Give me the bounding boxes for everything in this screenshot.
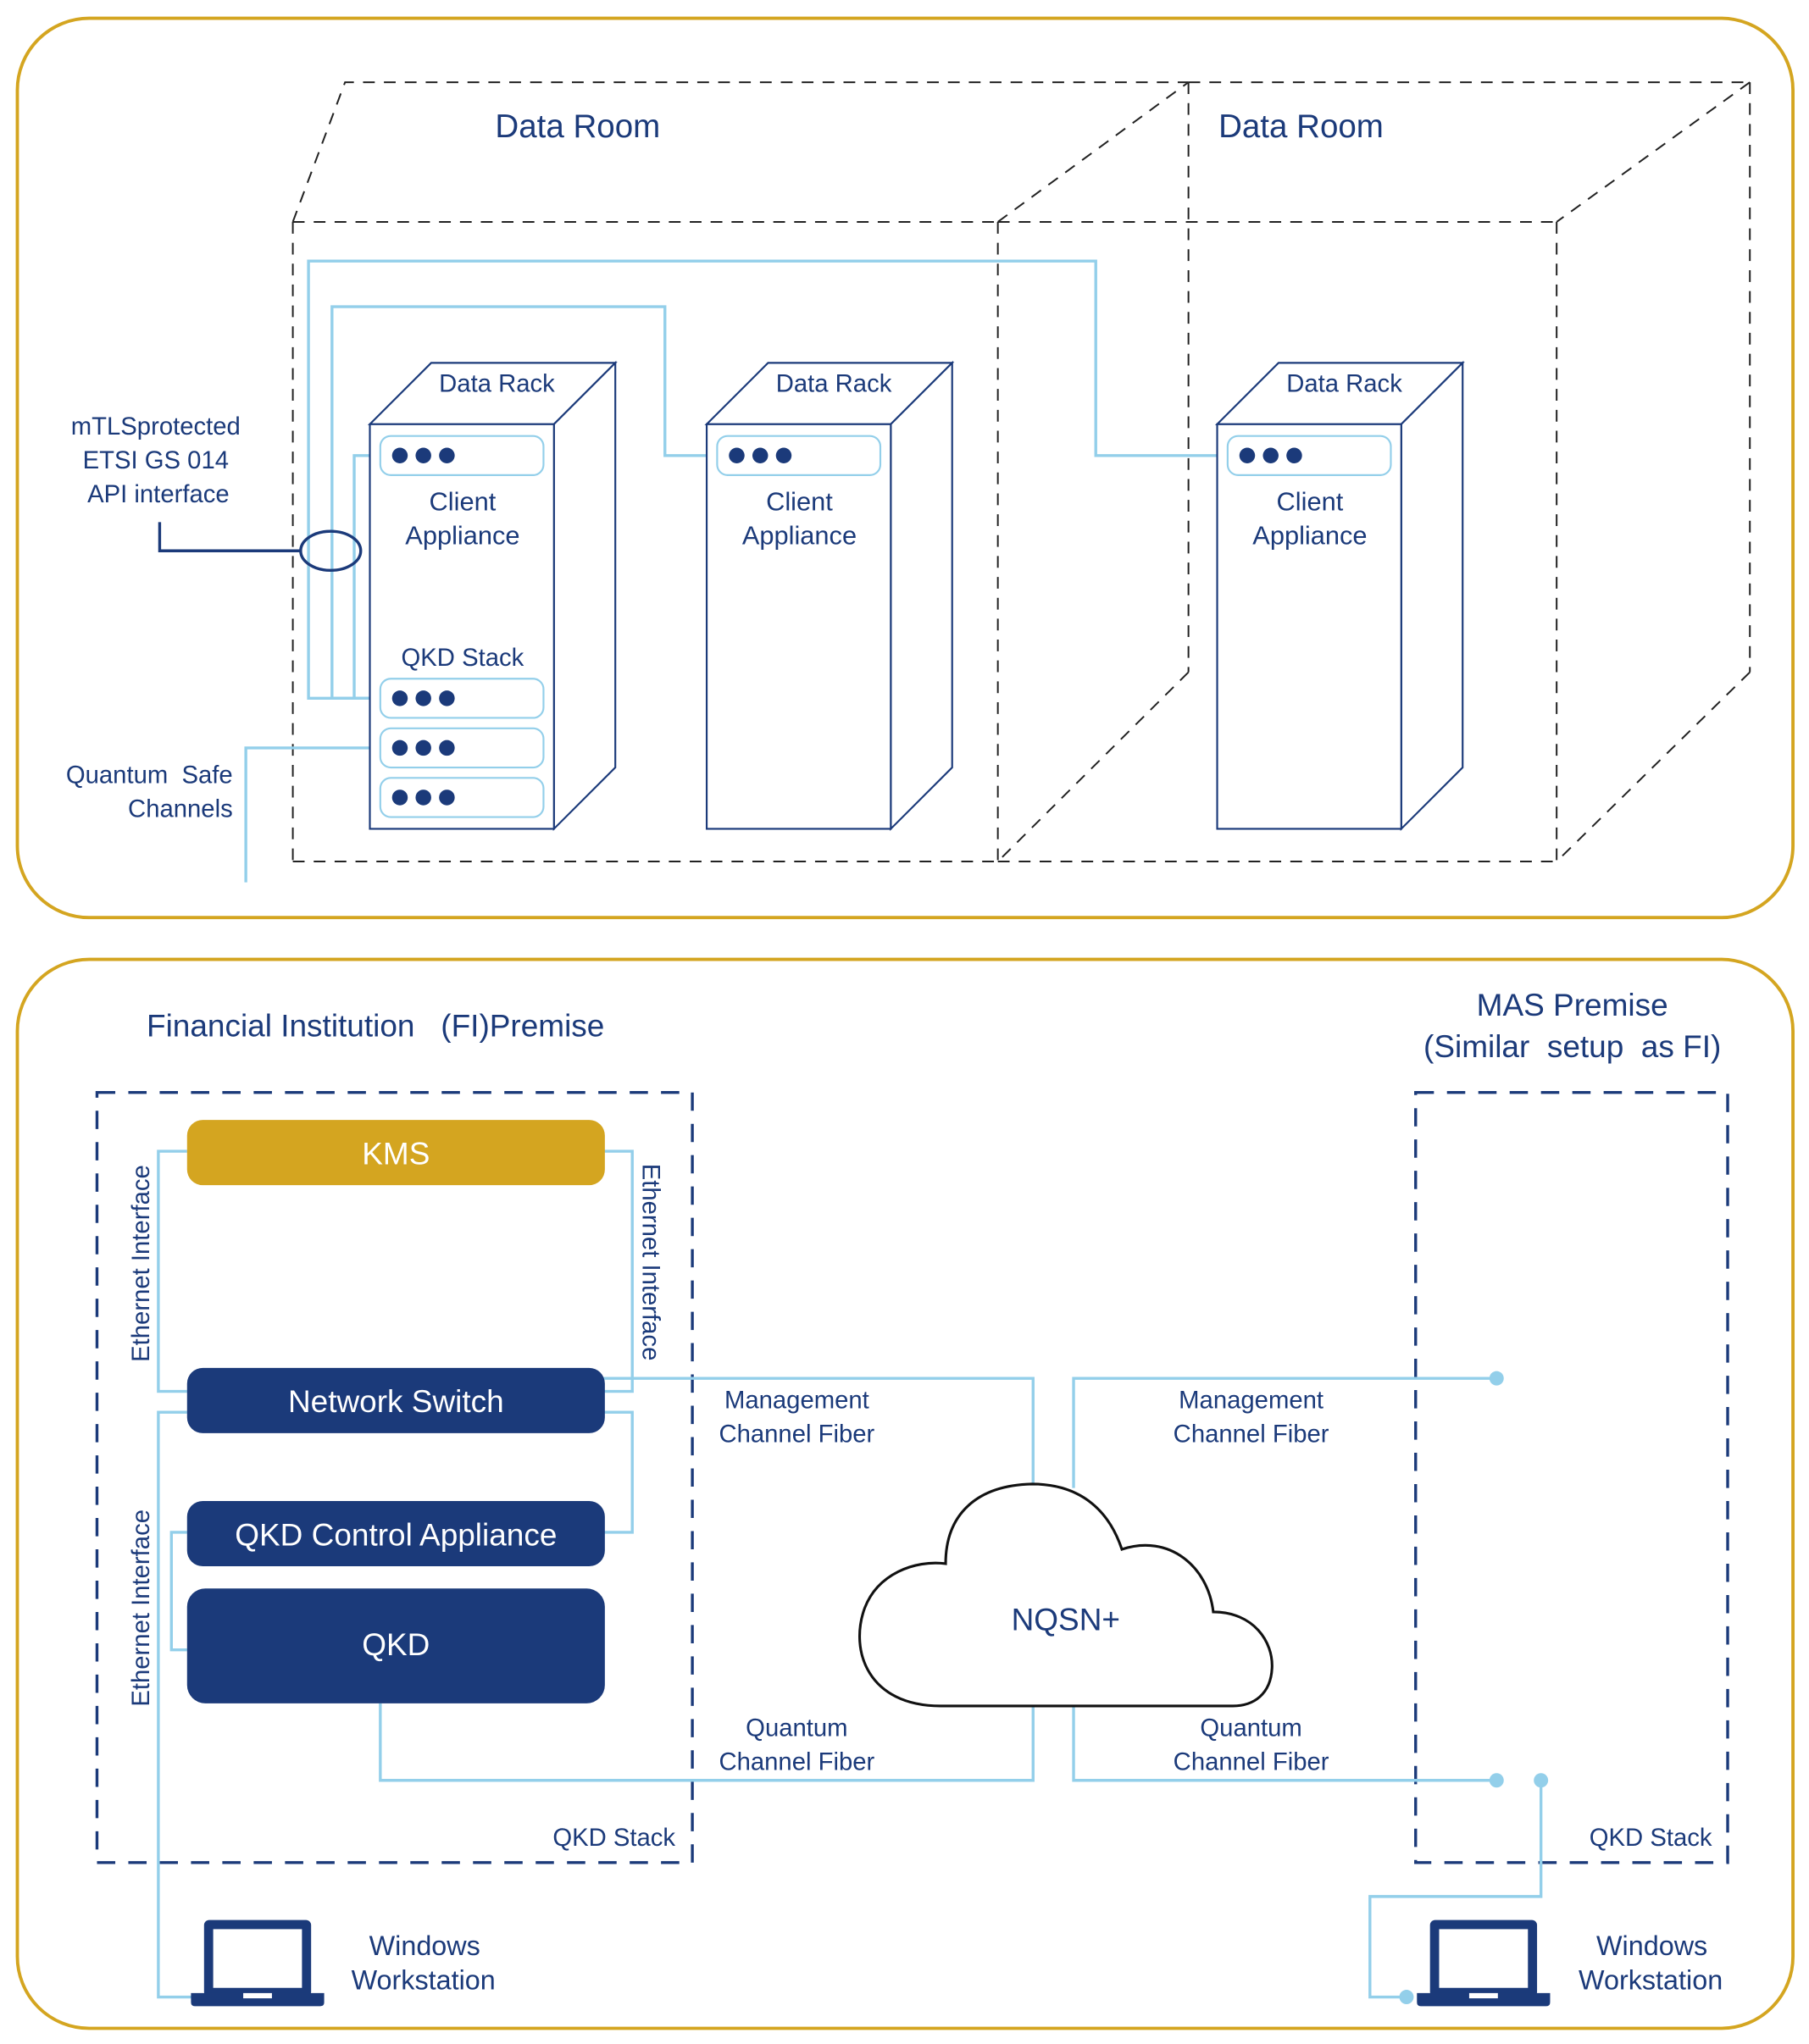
rack-3-appliance-line1: Client xyxy=(1277,486,1344,516)
ethernet-interface-left-bottom: Ethernet Interface xyxy=(128,1509,155,1707)
rack-3-client-slot xyxy=(1226,435,1392,476)
ethernet-interface-right: Ethernet Interface xyxy=(637,1164,664,1361)
kms-box[interactable]: KMS xyxy=(186,1120,605,1186)
qkd-box[interactable]: QKD xyxy=(186,1588,605,1703)
rack-1-appliance-line1: Client xyxy=(430,486,497,516)
api-interface-callout xyxy=(158,522,363,573)
mas-mgmt-endpoint xyxy=(1489,1371,1504,1386)
quantum-fiber-right-line1: Quantum xyxy=(1200,1714,1301,1742)
data-rack-1: Data Rack Client Appliance QKD Stack xyxy=(367,360,618,832)
three-dots-icon xyxy=(391,690,455,706)
data-rack-2: Data Rack Client Appliance xyxy=(704,360,955,832)
quantum-fiber-left-line2: Channel Fiber xyxy=(719,1748,874,1775)
network-switch-label: Network Switch xyxy=(288,1384,504,1419)
quantum-fiber-right-line2: Channel Fiber xyxy=(1174,1748,1329,1775)
quantum-safe-channels-line2: Channels xyxy=(128,796,233,823)
qkd-control-appliance-box[interactable]: QKD Control Appliance xyxy=(186,1500,605,1567)
workstation-left-line2: Workstation xyxy=(352,1964,496,1995)
rack-3-title: Data Rack xyxy=(1286,370,1402,397)
data-room-1 xyxy=(291,81,1190,862)
workstation-right-line2: Workstation xyxy=(1579,1964,1723,1995)
data-rack-3: Data Rack Client Appliance xyxy=(1214,360,1465,832)
fi-qkd-stack-boundary xyxy=(95,1091,694,1864)
network-switch-box[interactable]: Network Switch xyxy=(186,1367,605,1433)
api-label-line1: mTLSprotected xyxy=(71,413,241,440)
mas-premise-title-line2: (Similar setup as FI) xyxy=(1423,1029,1721,1064)
laptop-icon[interactable] xyxy=(191,1919,325,2007)
ethernet-interface-left-top: Ethernet Interface xyxy=(128,1165,155,1362)
mas-workstation-port xyxy=(1399,1990,1414,2005)
qkd-label: QKD xyxy=(362,1627,430,1662)
nqsn-label: NQSN+ xyxy=(1012,1603,1120,1637)
quantum-fiber-left-line1: Quantum xyxy=(746,1714,847,1742)
fi-links xyxy=(157,1149,1543,1999)
three-dots-icon xyxy=(391,447,455,464)
mas-premise-title-line1: MAS Premise xyxy=(1477,988,1668,1022)
api-bundle-ellipse xyxy=(299,529,363,573)
fi-premise-title: Financial Institution (FI)Premise xyxy=(147,1008,604,1043)
nqsn-cloud-icon[interactable]: NQSN+ xyxy=(858,1482,1274,1708)
mas-quantum-endpoint xyxy=(1489,1773,1504,1788)
three-dots-icon xyxy=(729,447,792,464)
three-dots-icon xyxy=(1239,447,1302,464)
mgmt-fiber-right-line1: Management xyxy=(1179,1388,1323,1415)
mgmt-fiber-right-line2: Channel Fiber xyxy=(1174,1421,1329,1449)
fi-qkd-stack-label: QKD Stack xyxy=(552,1825,675,1852)
data-room-2-label: Data Room xyxy=(1218,108,1384,145)
qkd-slot-1 xyxy=(379,678,545,719)
kms-label: KMS xyxy=(362,1136,430,1171)
client-links xyxy=(244,259,1228,883)
rack-2-client-slot xyxy=(716,435,882,476)
mas-qkd-stack-label: QKD Stack xyxy=(1590,1825,1712,1852)
rack-3-appliance-line2: Appliance xyxy=(1252,521,1367,551)
quantum-safe-channels-line1: Quantum Safe xyxy=(66,762,233,789)
mas-workstation-endpoint xyxy=(1534,1773,1549,1788)
data-room-2 xyxy=(996,81,1751,862)
rack-2-title: Data Rack xyxy=(776,370,892,397)
data-room-panel xyxy=(15,16,1795,920)
three-dots-icon xyxy=(391,789,455,806)
api-label-line3: API interface xyxy=(87,481,230,508)
laptop-icon[interactable] xyxy=(1417,1919,1551,2007)
qkd-slot-3 xyxy=(379,777,545,818)
rack-2-appliance-line2: Appliance xyxy=(742,521,857,551)
qkd-slot-2 xyxy=(379,727,545,769)
rack-1-client-slot xyxy=(379,435,545,476)
data-room-1-label: Data Room xyxy=(495,108,660,145)
workstation-right-line1: Windows xyxy=(1596,1930,1707,1961)
qkd-control-appliance-label: QKD Control Appliance xyxy=(235,1517,557,1552)
mgmt-fiber-left-line2: Channel Fiber xyxy=(719,1421,874,1449)
rack-1-qkd-stack-label: QKD Stack xyxy=(402,645,524,672)
rack-1-appliance-line2: Appliance xyxy=(405,521,519,551)
premise-panel xyxy=(15,957,1795,2030)
rack-1-title: Data Rack xyxy=(439,370,555,397)
mgmt-fiber-left-line1: Management xyxy=(724,1388,869,1415)
api-label-line2: ETSI GS 014 xyxy=(83,447,229,474)
rack-2-appliance-line1: Client xyxy=(766,486,833,516)
workstation-left-line1: Windows xyxy=(369,1930,480,1961)
three-dots-icon xyxy=(391,739,455,756)
mas-qkd-stack-boundary xyxy=(1414,1091,1729,1864)
